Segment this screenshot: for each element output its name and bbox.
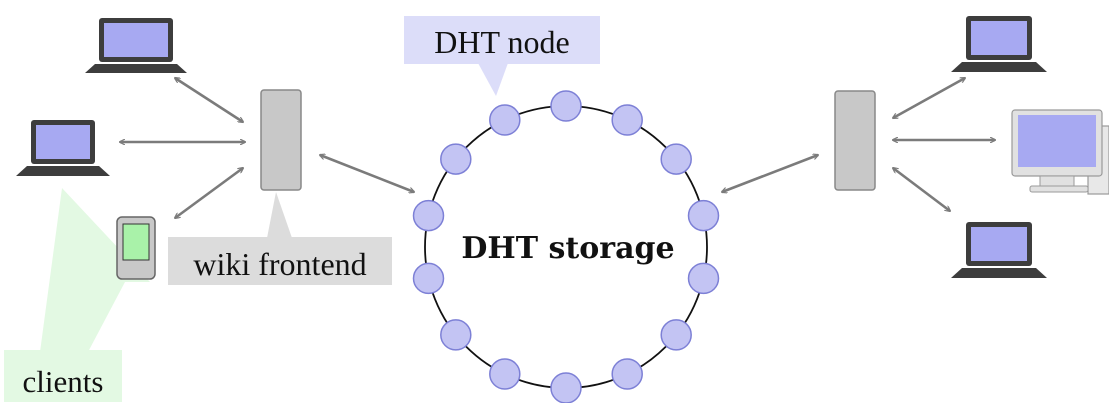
dht-node bbox=[611, 358, 643, 390]
wiki-frontend-server-icon bbox=[260, 89, 302, 191]
dht-node-label: DHT node bbox=[434, 24, 569, 60]
laptop-icon bbox=[951, 222, 1047, 278]
dht-node-callout-box bbox=[404, 16, 600, 64]
dht-node-callout-pointer bbox=[478, 63, 508, 96]
clients-callout-box bbox=[4, 350, 122, 402]
dht-node bbox=[489, 358, 521, 390]
dht-node bbox=[660, 319, 692, 351]
clients-callout-pointer bbox=[40, 188, 150, 352]
dht-node bbox=[412, 262, 445, 295]
wiki-frontend-label: wiki frontend bbox=[193, 246, 366, 282]
wiki-frontend-callout-box bbox=[168, 237, 392, 285]
phone-icon bbox=[116, 216, 156, 280]
laptop-icon bbox=[85, 18, 187, 73]
connection-arrows bbox=[120, 78, 995, 218]
dht-node bbox=[550, 372, 582, 403]
arrow-server-right-laptop-top bbox=[893, 76, 965, 120]
arrow-frontend-dht bbox=[320, 155, 414, 192]
desktop-computer-icon bbox=[1011, 109, 1109, 195]
dht-node bbox=[412, 199, 445, 232]
dht-node bbox=[611, 104, 643, 136]
arrow-phone-frontend bbox=[175, 168, 243, 218]
dht-node bbox=[440, 143, 472, 175]
dht-node bbox=[687, 199, 720, 232]
dht-nodes bbox=[412, 90, 720, 403]
arrow-server-right-laptop-bottom bbox=[893, 168, 950, 211]
dht-node bbox=[440, 319, 472, 351]
dht-node bbox=[687, 262, 720, 295]
dht-node bbox=[489, 104, 521, 136]
dht-storage-label: DHT storage bbox=[461, 231, 674, 266]
laptop-icon bbox=[951, 16, 1047, 72]
laptop-icon bbox=[16, 120, 110, 176]
arrow-dht-server-right bbox=[722, 155, 818, 192]
wiki-frontend-callout-pointer bbox=[267, 192, 292, 238]
arrow-laptop-top-frontend bbox=[175, 78, 243, 122]
dht-node bbox=[660, 143, 692, 175]
dht-node bbox=[550, 90, 582, 122]
clients-label: clients bbox=[23, 364, 104, 399]
right-server-icon bbox=[834, 90, 876, 191]
